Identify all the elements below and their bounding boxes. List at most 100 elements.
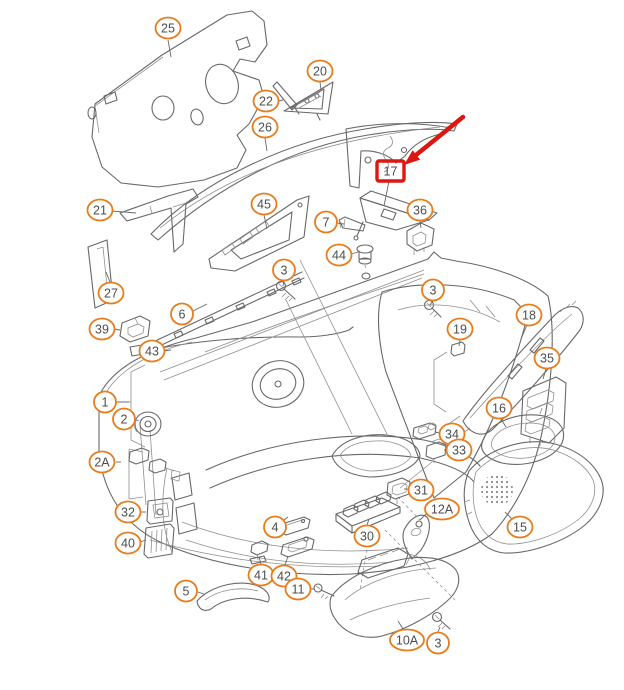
callout-25[interactable]: 25 (154, 16, 182, 40)
svg-text:4: 4 (272, 521, 279, 535)
callout-18[interactable]: 18 (515, 303, 543, 327)
svg-text:21: 21 (93, 204, 107, 218)
part-grommet (356, 244, 374, 280)
part-armrest-support (357, 547, 431, 579)
callout-45[interactable]: 45 (250, 192, 278, 216)
leader-lines-layer (105, 39, 547, 633)
part-pillar-trim (119, 188, 199, 253)
callout-15[interactable]: 15 (506, 515, 534, 539)
part-lock-switch-ribbed (143, 523, 175, 559)
callout-3[interactable]: 3 (421, 278, 445, 302)
callout-22[interactable]: 22 (252, 89, 280, 113)
callout-26[interactable]: 26 (251, 115, 279, 139)
svg-text:33: 33 (452, 444, 466, 458)
part-switch-small (146, 497, 174, 525)
svg-text:10A: 10A (396, 634, 419, 648)
callout-7[interactable]: 7 (314, 210, 338, 234)
part-tweeter-speaker (134, 411, 162, 437)
svg-text:3: 3 (435, 637, 442, 651)
callout-44[interactable]: 44 (325, 243, 353, 267)
callout-43[interactable]: 43 (138, 339, 166, 363)
part-switch-module (520, 376, 567, 446)
callout-41[interactable]: 41 (247, 563, 275, 587)
part-clip-square (450, 341, 466, 357)
callout-16[interactable]: 16 (485, 396, 513, 420)
callout-33[interactable]: 33 (445, 438, 473, 462)
svg-text:15: 15 (513, 521, 527, 535)
part-door-trim-panel (98, 251, 553, 576)
part-switch-flat (412, 422, 437, 440)
svg-text:31: 31 (414, 484, 428, 498)
callout-32[interactable]: 32 (114, 500, 142, 524)
svg-text:44: 44 (332, 249, 346, 263)
callout-36[interactable]: 36 (406, 198, 434, 222)
callout-4[interactable]: 4 (263, 515, 287, 539)
callout-5[interactable]: 5 (174, 579, 198, 603)
svg-text:16: 16 (492, 402, 506, 416)
callout-2[interactable]: 2 (112, 407, 136, 431)
part-pin (338, 216, 366, 232)
part-insulation-sheet (87, 10, 268, 188)
svg-text:41: 41 (254, 569, 268, 583)
callout-3[interactable]: 3 (426, 631, 450, 655)
callout-30[interactable]: 30 (353, 524, 381, 548)
part-courtesy-lamp (280, 536, 315, 558)
svg-text:20: 20 (313, 65, 327, 79)
part-clip-connector (406, 222, 435, 255)
construction-lines (117, 259, 456, 601)
part-screw-upper (275, 280, 296, 302)
part-seal-strip (272, 81, 300, 115)
callout-12A[interactable]: 12A (424, 497, 460, 521)
part-window-slot-trim (150, 121, 458, 241)
part-window-switch-pack (335, 491, 401, 534)
part-pillar-trim-blade (462, 300, 584, 435)
part-screw-right (423, 299, 442, 318)
callout-20[interactable]: 20 (306, 59, 334, 83)
svg-text:17: 17 (384, 165, 398, 179)
callout-10A[interactable]: 10A (389, 628, 425, 652)
svg-text:27: 27 (104, 287, 118, 301)
svg-text:7: 7 (323, 216, 330, 230)
part-retainer-clips (128, 447, 181, 482)
part-tweeter-frame-triangle (208, 195, 310, 272)
callout-2A[interactable]: 2A (88, 450, 116, 474)
callout-11[interactable]: 11 (284, 577, 312, 601)
callout-1[interactable]: 1 (93, 390, 117, 414)
svg-text:12A: 12A (431, 503, 454, 517)
part-clip (119, 315, 151, 343)
part-screw-bottom (431, 611, 451, 630)
svg-text:1: 1 (102, 396, 109, 410)
svg-text:3: 3 (430, 284, 437, 298)
svg-text:40: 40 (121, 537, 135, 551)
callout-21[interactable]: 21 (86, 198, 114, 222)
callout-35[interactable]: 35 (533, 346, 561, 370)
part-sill-strip (196, 582, 270, 611)
svg-text:39: 39 (95, 323, 109, 337)
svg-text:32: 32 (121, 506, 135, 520)
svg-text:34: 34 (445, 428, 459, 442)
callout-31[interactable]: 31 (407, 478, 435, 502)
part-speaker-grille-panel (463, 441, 604, 554)
callout-39[interactable]: 39 (88, 317, 116, 341)
callout-19[interactable]: 19 (446, 317, 474, 341)
part-armrest (329, 556, 460, 638)
svg-text:11: 11 (292, 583, 305, 597)
svg-text:19: 19 (453, 323, 467, 337)
callout-6[interactable]: 6 (170, 302, 194, 326)
svg-text:2: 2 (121, 413, 128, 427)
svg-text:43: 43 (145, 345, 159, 359)
callout-3[interactable]: 3 (272, 258, 296, 282)
svg-text:18: 18 (522, 309, 536, 323)
callout-27[interactable]: 27 (97, 281, 125, 305)
callout-40[interactable]: 40 (114, 531, 142, 555)
highlighted-callout-17[interactable]: 17 (375, 159, 406, 183)
svg-text:42: 42 (277, 570, 291, 584)
svg-text:6: 6 (179, 308, 186, 322)
part-clip-rail (150, 271, 305, 350)
part-mirror-triangle-trim (283, 81, 334, 121)
svg-text:26: 26 (258, 121, 272, 135)
part-switch-cube (425, 438, 447, 463)
svg-text:45: 45 (257, 198, 271, 212)
